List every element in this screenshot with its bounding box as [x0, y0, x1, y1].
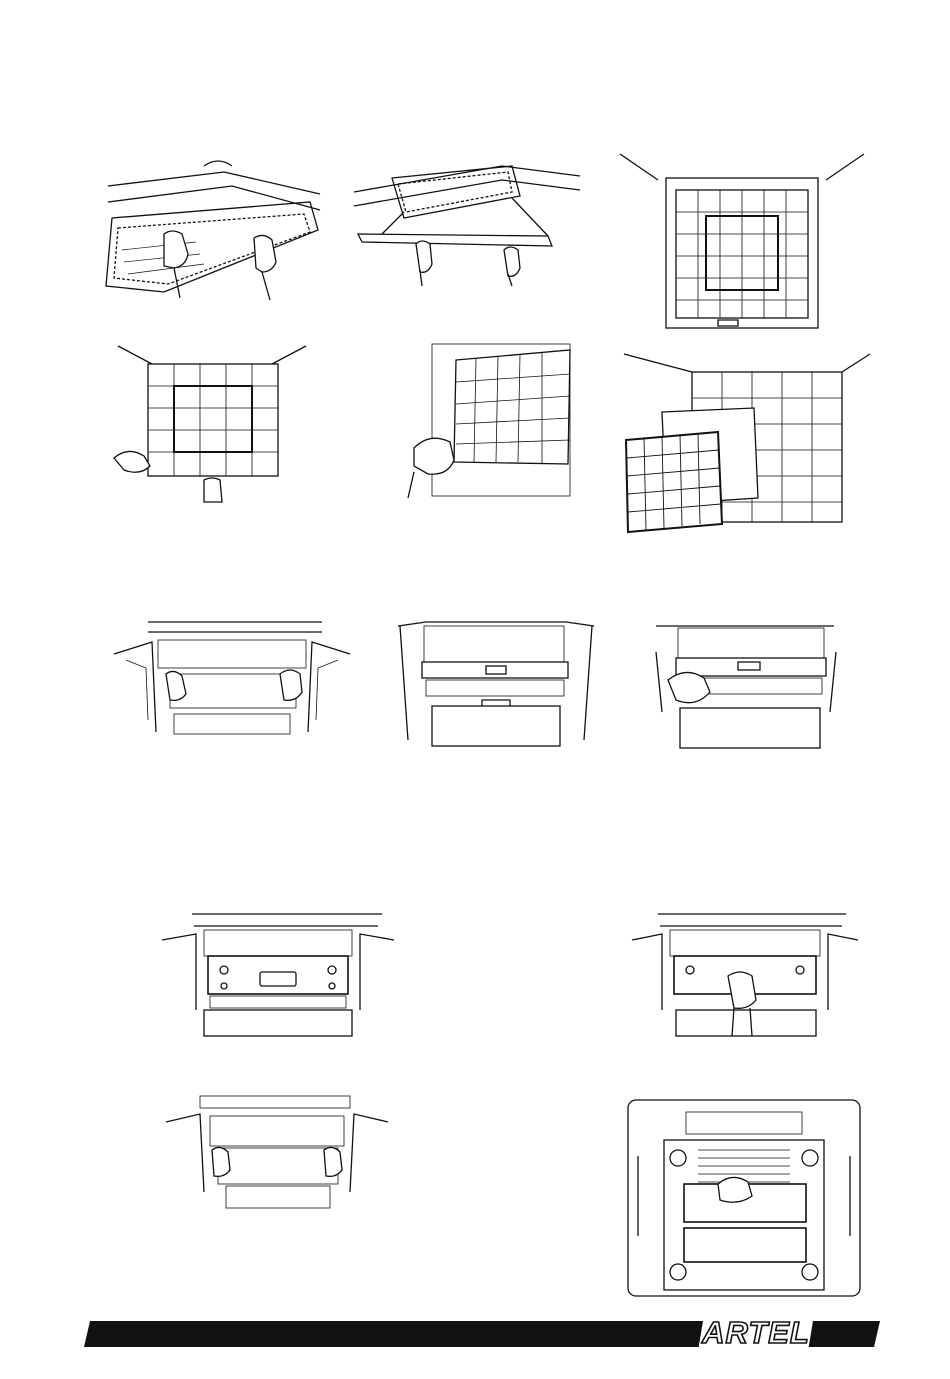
unit-open-hand-release-illustration: [654, 622, 838, 750]
filter-installed-top-view-illustration: [618, 150, 866, 332]
filter-hand-lift-illustration: [384, 340, 576, 500]
unit-panel-with-handle-illustration: [160, 910, 396, 1038]
artel-logo-text: ARTEL: [696, 1313, 816, 1353]
filter-layers-exploded-illustration: [622, 346, 872, 536]
unit-panel-hand-press-illustration: [630, 910, 860, 1038]
artel-logo: ARTEL: [696, 1313, 816, 1353]
ceiling-panel-filter-grip-illustration: [104, 158, 324, 300]
unit-open-hands-lower-illustration: [164, 1092, 390, 1212]
unit-cassette-front-view-illustration: [624, 1096, 864, 1300]
unit-open-hands-filter-illustration: [112, 620, 352, 740]
ceiling-panel-filter-pull-out-illustration: [352, 152, 582, 288]
unit-open-frame-illustration: [396, 620, 596, 748]
filter-removal-hands-top-view-illustration: [112, 342, 312, 504]
